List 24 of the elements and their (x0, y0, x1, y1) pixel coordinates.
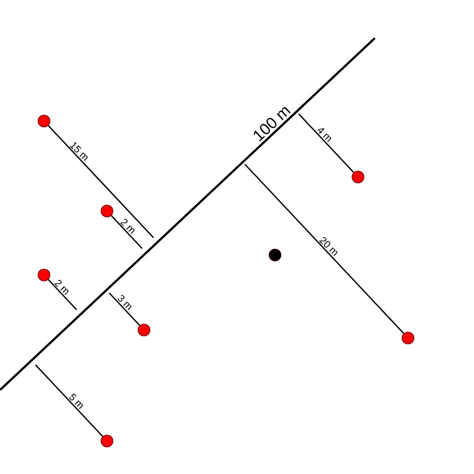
measuring-line (35, 364, 104, 437)
length-label: 100 m (254, 107, 291, 142)
distance-label: 2 m (54, 280, 69, 295)
point-marker (402, 332, 414, 344)
distance-label: 15 m (70, 142, 88, 162)
measuring-line (108, 292, 140, 326)
transect-line (0, 38, 376, 390)
point-marker (38, 268, 50, 282)
distance-label: 2 m (120, 218, 134, 234)
measuring-line (298, 113, 354, 173)
measuring-line (110, 215, 143, 249)
distance-label: 3 m (118, 295, 132, 310)
measuring-line (48, 279, 78, 310)
measuring-line (244, 164, 404, 334)
distance-label: 5 m (69, 393, 83, 409)
point-marker (100, 204, 114, 218)
point-marker (100, 434, 114, 448)
measuring-line (48, 125, 154, 238)
point-marker (268, 248, 282, 262)
point-marker (138, 324, 150, 336)
distance-label: 20 m (319, 237, 338, 256)
distance-label: 4 m (318, 128, 332, 142)
point-marker (352, 170, 364, 184)
point-marker (38, 114, 50, 128)
